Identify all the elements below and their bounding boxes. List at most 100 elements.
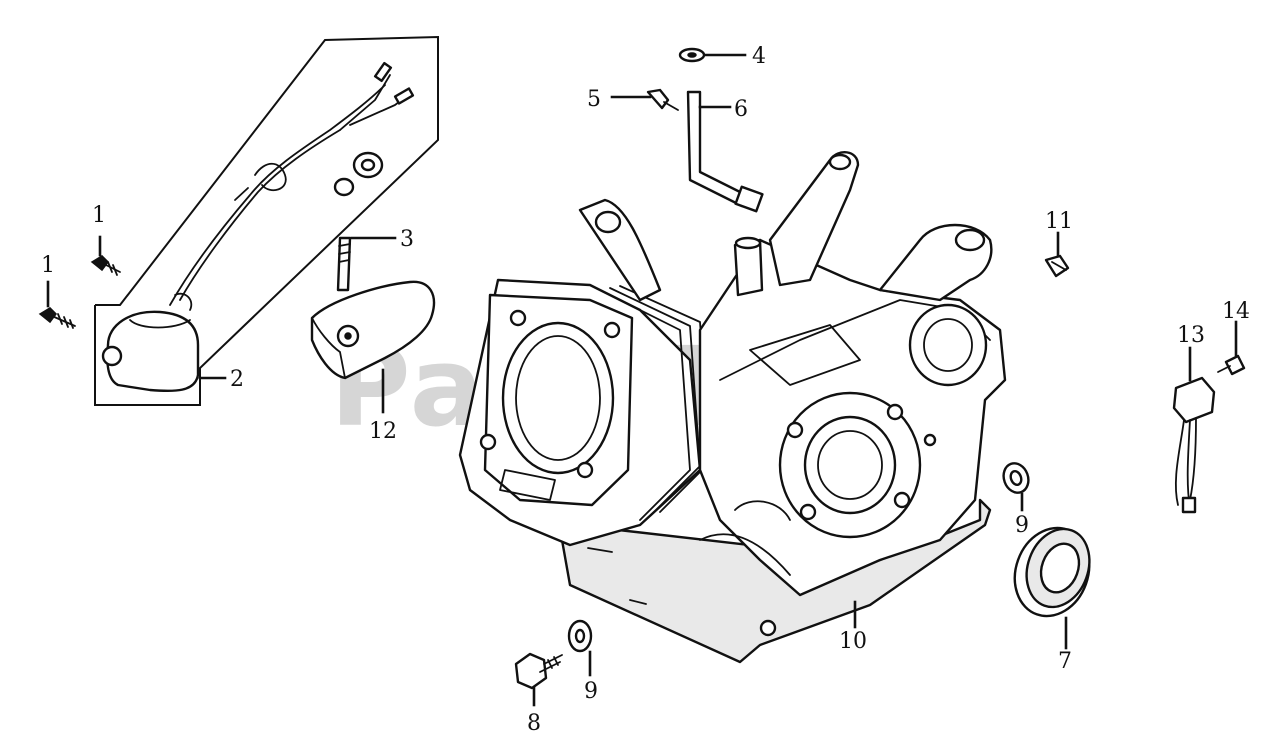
callout-6[interactable]: 6 bbox=[734, 97, 748, 122]
stud-body bbox=[336, 236, 352, 292]
washer-inner bbox=[1009, 470, 1023, 486]
sensor-wire-c bbox=[1189, 417, 1197, 501]
cover-edge bbox=[311, 317, 346, 379]
bolt-thread bbox=[57, 313, 74, 329]
callout-2[interactable]: 2 bbox=[230, 367, 244, 392]
callout-3[interactable]: 3 bbox=[400, 227, 414, 252]
crankcase[interactable] bbox=[458, 151, 1007, 664]
washer-9-right[interactable] bbox=[1000, 460, 1033, 496]
cover-hole-center bbox=[344, 332, 352, 340]
bolt-11[interactable] bbox=[1044, 254, 1070, 278]
bolt-1-upper[interactable] bbox=[90, 255, 121, 276]
mount-arm-hole bbox=[828, 153, 852, 171]
terminal-b bbox=[393, 87, 415, 105]
ignition-wire-2 bbox=[179, 129, 341, 301]
rod-6-tip bbox=[734, 185, 764, 213]
sensor-body bbox=[1172, 376, 1216, 424]
bolt-8-thread bbox=[547, 656, 559, 669]
skirt-ridge bbox=[734, 500, 791, 521]
washer-inner bbox=[574, 628, 586, 644]
callout-9-lower[interactable]: 9 bbox=[584, 679, 598, 704]
head-bolt-hole-2 bbox=[603, 321, 621, 339]
governor-housing-inner bbox=[923, 318, 973, 372]
tappet-cover bbox=[749, 324, 861, 386]
base-slots bbox=[587, 547, 647, 605]
oil-seal[interactable] bbox=[1003, 517, 1101, 626]
mount-arm-left-hole bbox=[594, 210, 622, 234]
ignition-coil[interactable] bbox=[106, 310, 200, 393]
washer-4[interactable] bbox=[678, 47, 706, 63]
callout-12[interactable]: 12 bbox=[369, 419, 397, 444]
bolt-1-lower[interactable] bbox=[38, 307, 76, 329]
bolt-head bbox=[38, 307, 57, 324]
callout-4[interactable]: 4 bbox=[752, 44, 766, 69]
sensor-wire-a bbox=[1174, 419, 1185, 506]
boss-bolt-3 bbox=[799, 503, 817, 521]
cylinder-port bbox=[499, 469, 556, 501]
callout-9-right[interactable]: 9 bbox=[1015, 513, 1029, 538]
leader-lines bbox=[46, 53, 1238, 707]
bolt-thread bbox=[107, 261, 118, 276]
sensor-terminal bbox=[1181, 496, 1197, 514]
callout-13[interactable]: 13 bbox=[1177, 323, 1205, 348]
stud[interactable] bbox=[336, 236, 352, 292]
cover-body bbox=[310, 280, 436, 380]
case-pin bbox=[923, 433, 937, 447]
washer-9-lower[interactable] bbox=[567, 619, 593, 653]
bolt-5-shank bbox=[663, 101, 679, 111]
callout-5[interactable]: 5 bbox=[587, 87, 601, 112]
bolt-5[interactable] bbox=[646, 88, 679, 111]
callout-8[interactable]: 8 bbox=[527, 711, 541, 736]
cooling-fin-1 bbox=[599, 289, 691, 521]
head-bolt-hole-1 bbox=[509, 309, 527, 327]
wire-clip bbox=[254, 162, 287, 192]
sensor-wire-b bbox=[1186, 419, 1191, 509]
mount-arm-upper bbox=[768, 151, 860, 287]
bolt-11-head bbox=[1044, 254, 1070, 278]
breather-post-top bbox=[734, 236, 762, 250]
bolt-shank bbox=[103, 263, 121, 273]
bolt-8[interactable] bbox=[514, 652, 563, 690]
terminal-a bbox=[373, 61, 393, 83]
oil-seal-bore bbox=[1039, 542, 1081, 594]
grommet-hole bbox=[360, 158, 376, 172]
callout-1a[interactable]: 1 bbox=[92, 203, 106, 228]
grommet-washer bbox=[333, 177, 355, 197]
bearing-bore-inner bbox=[817, 430, 883, 500]
rod-6[interactable] bbox=[686, 90, 764, 213]
washer-inner bbox=[687, 52, 697, 58]
base-bolt-hole bbox=[759, 619, 777, 637]
bolt-5-head bbox=[646, 88, 670, 110]
callout-1b[interactable]: 1 bbox=[41, 253, 55, 278]
bolt-11-thread bbox=[1051, 261, 1067, 271]
ignition-coil-mount-hole bbox=[101, 345, 123, 367]
callout-10[interactable]: 10 bbox=[839, 629, 867, 654]
wire-boot bbox=[174, 292, 193, 311]
bolt-14[interactable] bbox=[1217, 354, 1246, 376]
bolt-8-head bbox=[514, 652, 548, 690]
ignition-wire bbox=[169, 84, 386, 306]
bolt-14-shank bbox=[1217, 365, 1231, 373]
head-bolt-hole-4 bbox=[576, 461, 594, 479]
ignition-coil-group[interactable] bbox=[94, 35, 439, 406]
terminal-lead-a bbox=[339, 74, 391, 131]
callout-labels: 1 1 2 3 4 5 6 7 8 9 9 10 11 12 13 14 bbox=[41, 44, 1250, 736]
cover[interactable] bbox=[310, 280, 436, 380]
cylinder-bore-inner bbox=[515, 335, 601, 461]
bolt-head bbox=[90, 255, 109, 272]
cooling-fin-2 bbox=[609, 287, 701, 517]
ignition-coil-edge bbox=[129, 319, 191, 329]
callout-7[interactable]: 7 bbox=[1058, 649, 1072, 674]
sensor-13[interactable] bbox=[1172, 376, 1216, 514]
boss-bolt-2 bbox=[886, 403, 904, 421]
ignition-coil-box bbox=[94, 35, 439, 406]
wire-clip-2 bbox=[234, 187, 249, 201]
boss-bolt-1 bbox=[786, 421, 804, 439]
skirt-curve bbox=[699, 533, 791, 576]
head-bolt-hole-3 bbox=[479, 433, 497, 451]
callout-14[interactable]: 14 bbox=[1222, 299, 1250, 324]
bolt-8-shank bbox=[539, 654, 563, 673]
callout-11[interactable]: 11 bbox=[1045, 209, 1073, 234]
stud-thread bbox=[338, 243, 351, 263]
